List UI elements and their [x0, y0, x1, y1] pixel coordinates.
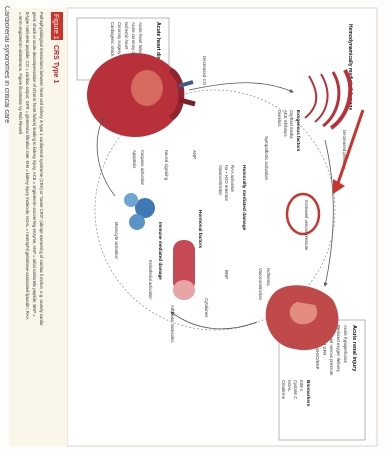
kidney-item-1: Acute hypoperfusion [343, 325, 348, 364]
adhesion-label: Adhesion molecules [170, 305, 175, 342]
caption-line-4: = renin-angiotensin-aldosterone. Figure … [18, 12, 23, 135]
anp-label: ANP [192, 150, 197, 159]
na-label: Na + H2O retention [224, 165, 229, 202]
caption-line-1: Pathophysiological interactions between … [39, 12, 44, 327]
hormonal-label: Hormonal factors [198, 210, 203, 248]
cytokines-label: Cytokines [204, 298, 209, 318]
biomarker-1: KIM-1 [299, 380, 304, 392]
monocyte-label: Monocyte activation [114, 222, 119, 260]
biomarkers-title: Biomarkers [305, 380, 311, 407]
vessel-illustration [173, 240, 195, 300]
biomarker-3: NGAL [287, 380, 292, 392]
neural-label: Neural signaling [164, 150, 169, 181]
biomarker-4: Creatinine [281, 380, 286, 400]
raa-label: RAA activation [230, 165, 235, 193]
caption-line-3: B-type natriuretic peptide; CO = cardiac… [25, 12, 30, 320]
apoptosis-label: Apoptosis [132, 150, 137, 168]
kidney-box-title: Acute renal injury [351, 325, 357, 372]
vasoconstriction-label: Vasoconstriction [258, 268, 263, 300]
exogenous-label: Exogenous factors [296, 110, 301, 152]
increased-venous-label: Increased venous pressure [304, 200, 309, 251]
biomarker-2: Cystatin C [293, 380, 298, 399]
vasoconstriction2-label: Vasoconstriction [218, 165, 223, 196]
caspase-label: Caspase activation [140, 150, 145, 186]
humoral-label: Humorally mediated damage [241, 165, 247, 231]
exogenous-item-2: ACE inhibitors [283, 110, 288, 137]
bnp-label: BNP [224, 270, 229, 279]
decreased-co-label: Decreased CO [202, 56, 207, 86]
heart-item-1: Acute heart failure [138, 22, 143, 57]
kidney-item-2: Reduced oxygen delivery [336, 325, 341, 373]
heart-item-4: Coronary surgery [117, 22, 122, 55]
sympathetic-label: Sympathetic activation [264, 136, 269, 180]
exogenous-item-1: Contrast media [289, 110, 294, 139]
figure-title: CRS Type 1 [52, 45, 59, 83]
figure-label: Figure 1 [52, 14, 59, 40]
heart-item-3: Ischemic heart [124, 22, 129, 50]
caption-line-2: genic shock or acute decompensation of c… [32, 12, 37, 317]
running-header: Cardiorenal syndromes in critical care [3, 6, 10, 123]
ischemia-label: Ischemia [266, 268, 271, 286]
exogenous-item-3: Diuretics [277, 110, 282, 126]
endothelial-label: Endothelial activation [148, 260, 153, 300]
heart-item-5: Cardiogenic shock [110, 22, 115, 57]
immune-label: Immune mediated damage [158, 222, 163, 280]
